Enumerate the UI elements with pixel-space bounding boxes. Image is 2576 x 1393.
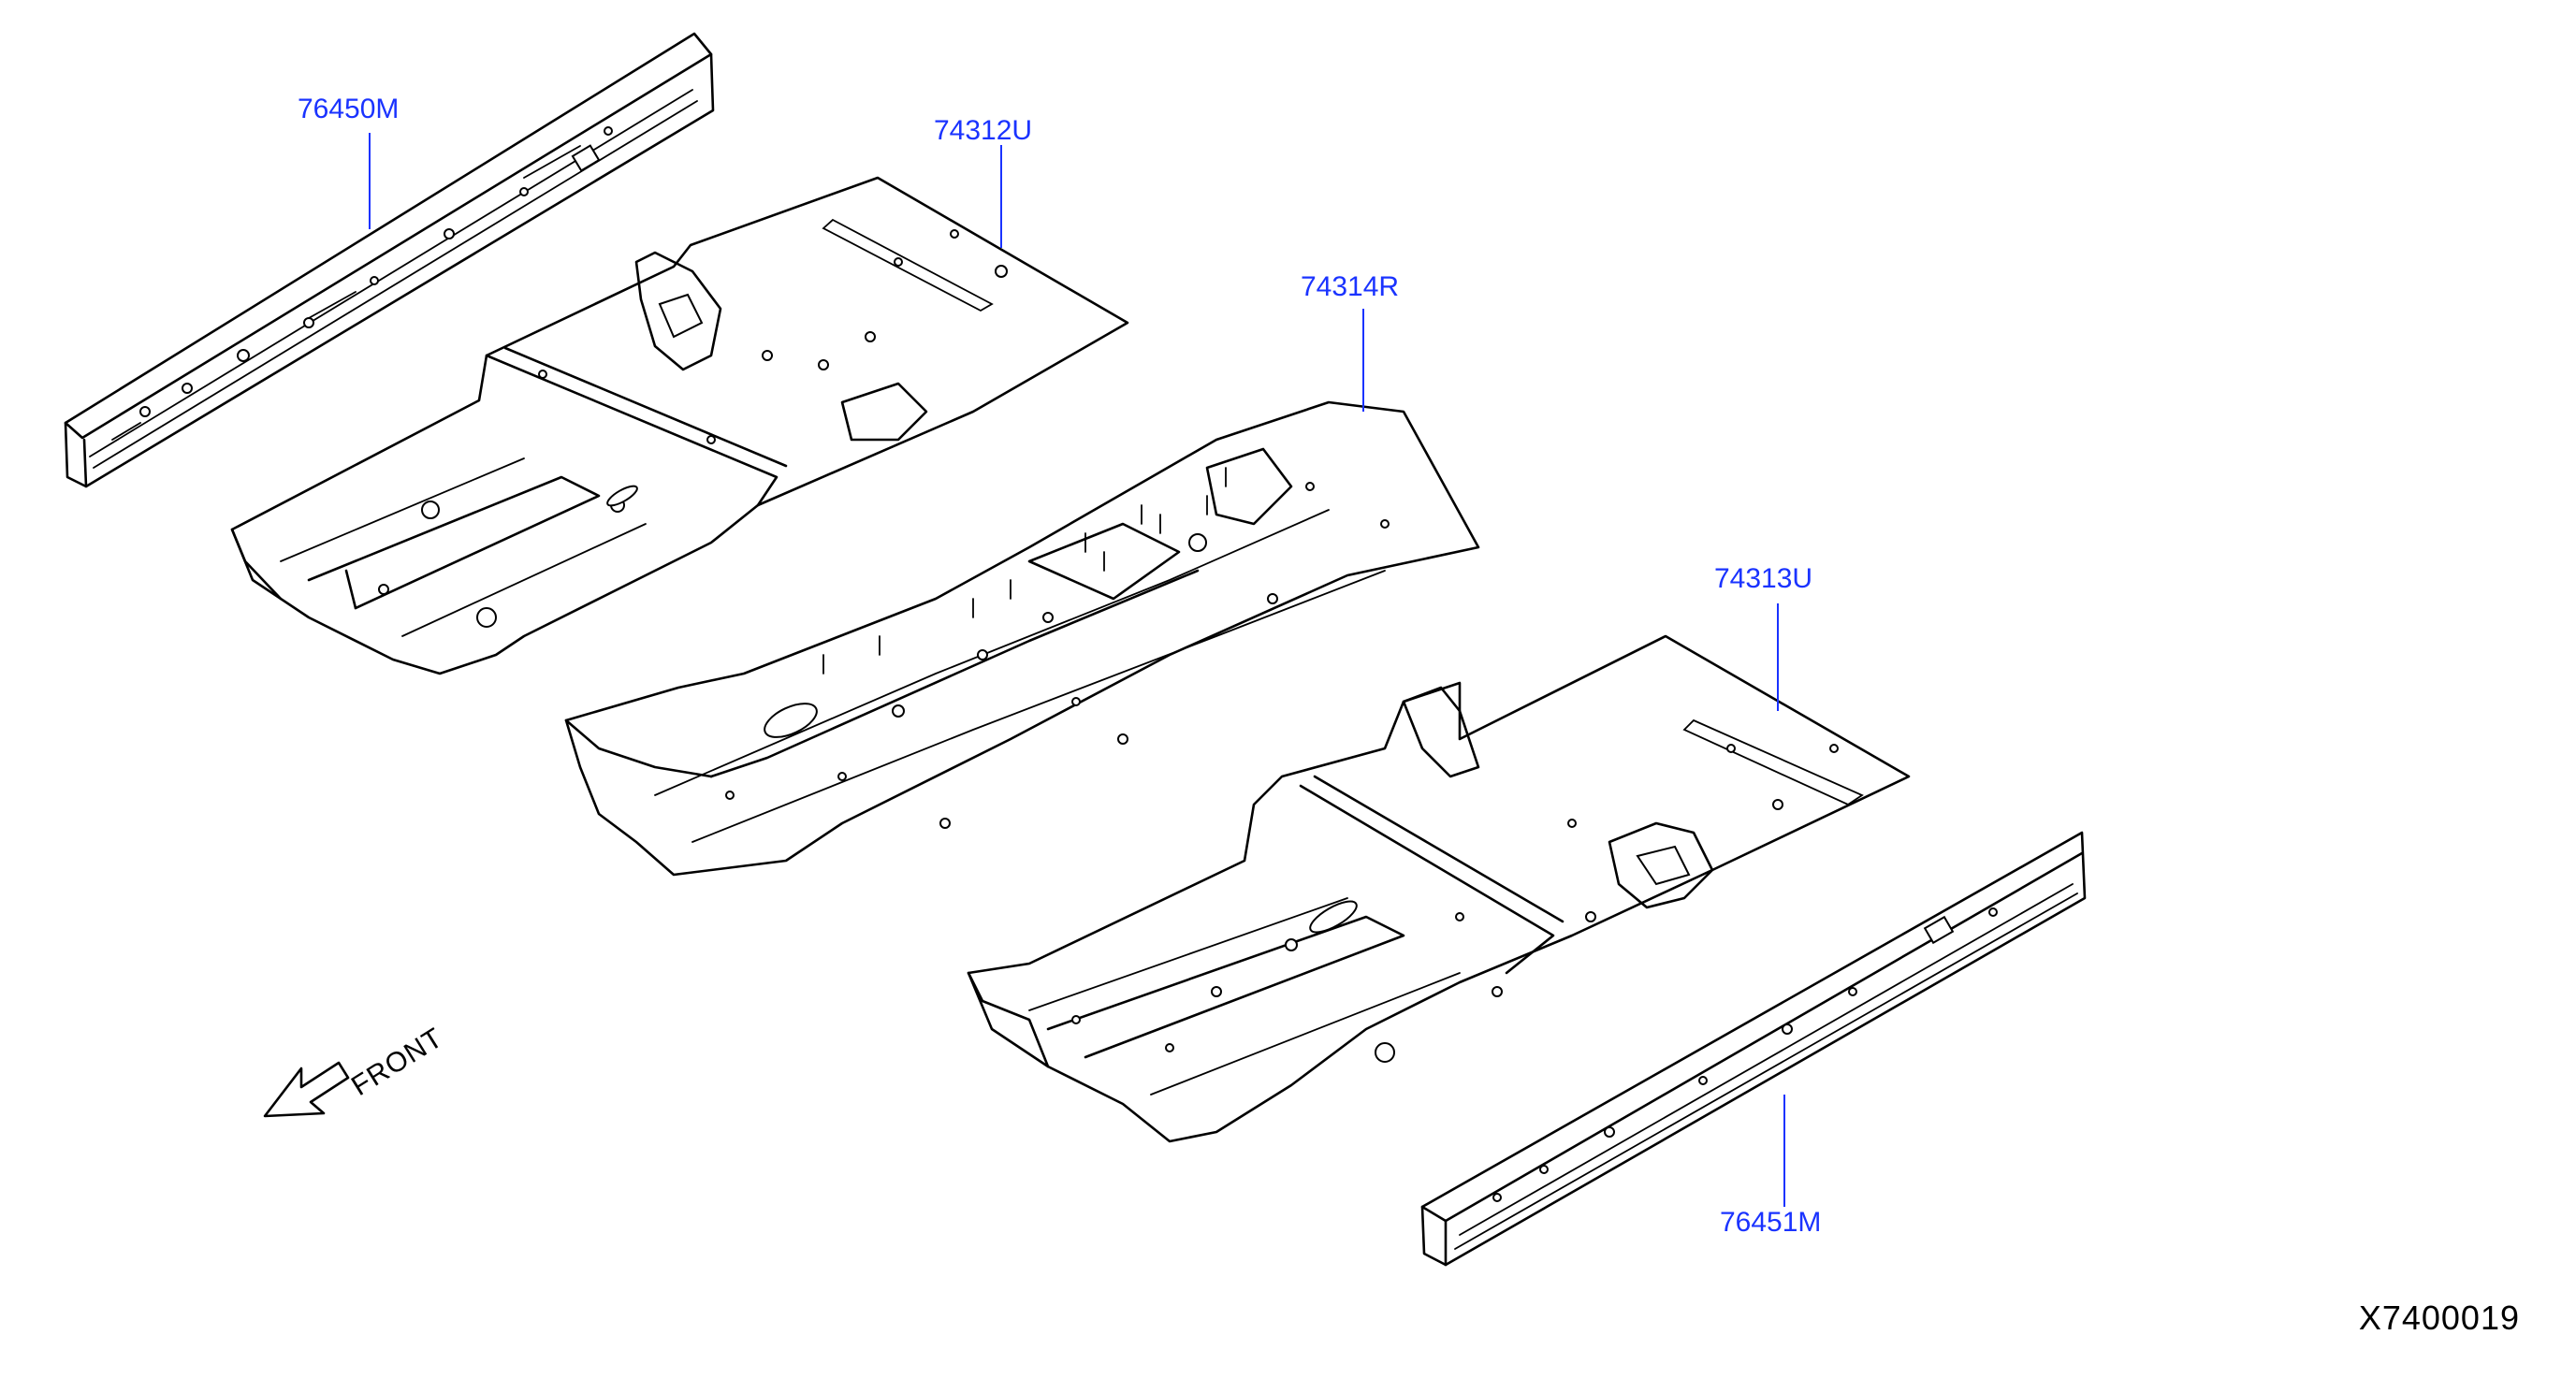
leader-lines xyxy=(369,133,1785,1207)
part-label-74313u[interactable]: 74313U xyxy=(1714,563,1813,594)
diagram-id: X7400019 xyxy=(2358,1299,2520,1337)
front-arrow-icon xyxy=(263,1061,350,1118)
part-label-74312u[interactable]: 74312U xyxy=(934,115,1033,146)
part-label-76451m[interactable]: 76451M xyxy=(1720,1207,1822,1238)
front-floor-right-drawing xyxy=(967,634,1911,1143)
side-member-left-drawing xyxy=(64,32,715,488)
side-member-right-drawing xyxy=(1420,831,2087,1267)
front-floor-left-drawing xyxy=(230,176,1129,675)
part-label-74314r[interactable]: 74314R xyxy=(1301,271,1400,302)
part-label-76450m[interactable]: 76450M xyxy=(298,94,400,124)
floor-center-drawing xyxy=(564,400,1480,877)
